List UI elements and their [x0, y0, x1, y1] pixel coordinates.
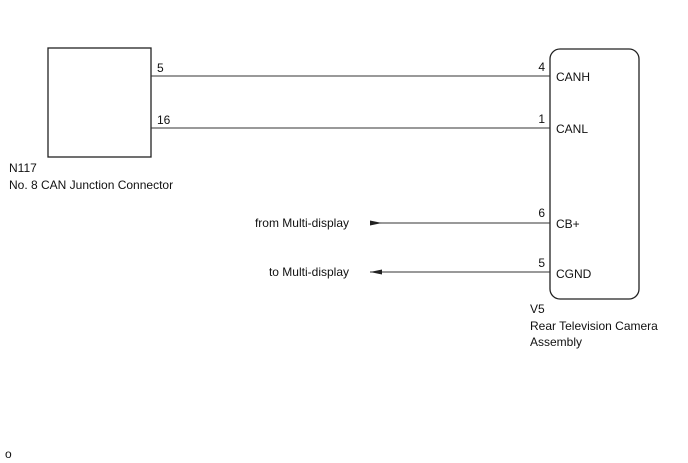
v5-pin-canl-number: 1 [538, 112, 545, 126]
v5-pin-canh-number: 4 [538, 60, 545, 74]
n117-code: N117 [9, 161, 37, 175]
v5-component-box [549, 48, 640, 300]
n117-connector-box [47, 47, 152, 158]
v5-name-line1: Rear Television Camera [530, 319, 658, 333]
v5-name-line2: Assembly [530, 335, 582, 349]
cbplus-arrow-icon [370, 220, 382, 226]
v5-code: V5 [530, 302, 545, 316]
cgnd-arrow-icon [370, 269, 382, 275]
v5-signal-cbplus: CB+ [556, 217, 580, 231]
v5-pin-cbplus-number: 6 [538, 206, 545, 220]
v5-signal-canl: CANL [556, 122, 588, 136]
from-multi-display-label: from Multi-display [255, 216, 349, 230]
n117-name: No. 8 CAN Junction Connector [9, 178, 173, 192]
n117-pin-canh: 5 [157, 61, 164, 75]
v5-signal-canh: CANH [556, 70, 590, 84]
v5-pin-cgnd-number: 5 [538, 256, 545, 270]
to-multi-display-label: to Multi-display [269, 265, 349, 279]
v5-signal-cgnd: CGND [556, 267, 592, 281]
n117-pin-canl: 16 [157, 113, 171, 127]
footer-mark: o [5, 447, 12, 461]
